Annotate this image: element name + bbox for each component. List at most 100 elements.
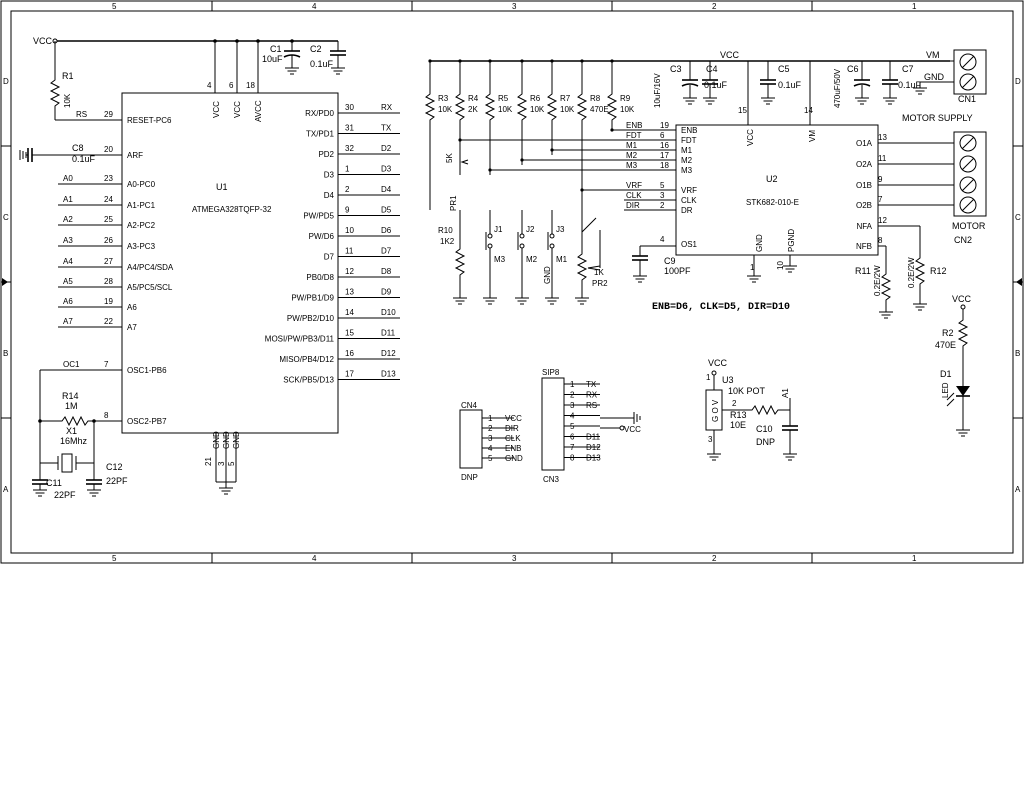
u2-net-label: VRF [626,181,642,190]
u1-pin-number: 13 [345,288,354,297]
c5-ref: C5 [778,64,790,74]
u1-pin-number: 31 [345,124,354,133]
u1-pin-number: 1 [345,165,350,174]
r11-ref: R11 [855,266,871,276]
u1-atmega328 [121,92,339,434]
zone-top-5: 1 [912,2,917,11]
capacitor-c3: C3 10uF/16V [653,61,699,108]
u1-ref: U1 [216,182,228,192]
u2-pin-number: 9 [878,175,883,184]
u1-pin-name: RESET-PC6 [127,116,172,125]
u1-net-label: RX [381,103,393,112]
c6-ref: C6 [847,64,859,74]
connector-cn2[interactable]: MOTOR CN2 [878,131,987,245]
u1-pin-number: 12 [345,267,354,276]
u2-left-pins: ENB19ENBFDT6FDTM116M1M217M2M318M3VRF5VRF… [624,121,698,249]
c5-value: 0.1uF [778,80,802,90]
x1-ref: X1 [66,426,77,436]
cn4-pin-number: 5 [488,454,493,463]
u2-pin-name: O2B [856,201,872,210]
u1-pin-name: D3 [324,171,335,180]
frame-arrow-right-icon [1016,278,1022,286]
zone-left-b: B [3,349,8,358]
led-icon [956,386,970,396]
r10-value: 1K2 [440,237,455,246]
u1-net-label: A1 [63,195,73,204]
u1-pin-number: 20 [104,145,113,154]
u1-net-label: D11 [381,329,396,338]
u2-pin-number: 19 [660,121,669,130]
zone-left-d: D [3,77,9,86]
u1-net-label: A0 [63,174,73,183]
zone-left-a: A [3,485,9,494]
r11-value: 0.2E/2W [873,265,882,296]
u3-pin-2: 2 [732,399,737,408]
capacitor-c8: C8 0.1uF [19,143,122,164]
u1-net-label: D4 [381,185,392,194]
u2-pin-name: M3 [681,166,693,175]
u2-pin-name: DR [681,206,693,215]
u1-pin-name: TX/PD1 [306,130,335,139]
u2-bottom-pin-num: 1 [750,263,755,272]
c8-ref: C8 [72,143,84,153]
u1-pin-name: A7 [127,323,137,332]
zone-right-b: B [1015,349,1020,358]
u1-pin-name: D7 [324,253,335,262]
u1-pin-name: PW/PB2/D10 [287,314,335,323]
u2-pin-number: 5 [660,181,665,190]
cn4-ref: CN4 [461,401,478,410]
connector-cn1[interactable]: VM GND CN1 MOTOR SUPPLY [902,49,987,123]
c7-ref: C7 [902,64,914,74]
u1-net-label: A2 [63,215,73,224]
u2-net-label: M2 [626,151,638,160]
resistor-r12: R12 0.2E/2W [878,225,947,311]
pot-u3: VCC G O V U3 10K POT 1 2 3 A1 R13 10E C1… [705,358,798,461]
vcc-label-driver: VCC [720,50,740,60]
jumper-label: M2 [526,255,538,264]
u2-pin-number: 11 [878,154,887,163]
u1-pin-name: A2-PC2 [127,221,156,230]
x1-value: 16Mhz [60,436,88,446]
u2-net-label: M3 [626,161,638,170]
u2-pin-number: 4 [660,235,665,244]
zone-top-4: 2 [712,2,717,11]
pr2-value: 1K [594,268,604,277]
u1-pin-number: 7 [104,360,109,369]
zone-right-a: A [1015,485,1021,494]
r14-value: 1M [65,401,78,411]
cn3-pin-number: 8 [570,454,575,463]
u2-pin-name: NFA [856,222,872,231]
cn4-pin-net: VCC [505,414,522,423]
u1-net-label: RS [76,110,87,119]
u1-pin-name: PD2 [318,150,334,159]
u1-pin-name: OSC1-PB6 [127,366,167,375]
u2-pin-number: 17 [660,151,669,160]
u1-pin-name: D4 [324,191,335,200]
u2-net-label: FDT [626,131,642,140]
pullup-ref: R6 [530,94,541,103]
pullup-ref: R3 [438,94,449,103]
pin-mapping-note: ENB=D6, CLK=D5, DIR=D10 [652,302,790,313]
u3-body-label: G O V [711,399,720,422]
cn3-ref: CN3 [543,475,560,484]
c3-ref: C3 [670,64,682,74]
u2-net-label: CLK [626,191,642,200]
u1-pin-number: 29 [104,110,113,119]
u1-pin-name: SCK/PB5/D13 [283,376,334,385]
cn3-vcc-label: VCC [624,425,641,434]
u2-net-label: ENB [626,121,642,130]
pullup-value: 10K [498,105,513,114]
u2-top-pin-name: VCC [746,129,755,146]
u3-a1-label: A1 [781,388,790,398]
led-d1: VCC R2 470E D1 LED [935,294,972,437]
jumper-ref: J3 [556,225,565,234]
jumper-ref: J2 [526,225,535,234]
cn3-pin-net: TX [586,380,597,389]
cn1-ref: CN1 [958,94,976,104]
u2-pin-number: 16 [660,141,669,150]
u1-pin-name: PW/PB1/D9 [291,294,334,303]
u2-pin-name: O1B [856,181,872,190]
